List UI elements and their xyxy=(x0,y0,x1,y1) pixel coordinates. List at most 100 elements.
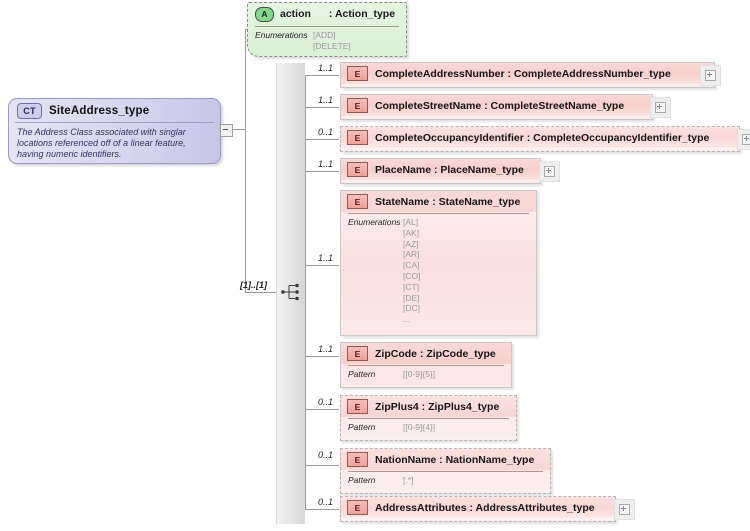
element-label: StateName : StateName_type xyxy=(375,195,521,208)
cardinality-label: 0..1 xyxy=(318,397,334,407)
element-header: E AddressAttributes : AddressAttributes_… xyxy=(341,497,615,518)
connector-branch-1 xyxy=(305,75,339,76)
connector-branch-5 xyxy=(305,265,339,266)
cardinality-label: 1..1 xyxy=(318,159,334,169)
sequence-compositor-band xyxy=(276,63,305,524)
element-icon: E xyxy=(347,98,368,113)
complex-type-site-address[interactable]: CT SiteAddress_type The Address Class as… xyxy=(8,98,221,164)
element-label: CompleteAddressNumber : CompleteAddressN… xyxy=(375,67,671,80)
element-label: AddressAttributes : AddressAttributes_ty… xyxy=(375,501,595,514)
connector-trunk-to-sequence xyxy=(245,292,281,293)
attribute-facet: Enumerations [ADD] [DELETE] xyxy=(248,27,406,51)
element-icon: E xyxy=(347,346,368,361)
plus-glyph xyxy=(544,166,555,177)
element-header: E PlaceName : PlaceName_type xyxy=(341,159,540,180)
plus-glyph xyxy=(705,70,716,81)
attribute-name: action xyxy=(280,8,311,20)
connector-branch-2 xyxy=(305,107,339,108)
enum-value: [CO] xyxy=(403,270,421,281)
cardinality-label: 1..1 xyxy=(318,63,334,73)
complex-type-documentation: The Address Class associated with singla… xyxy=(17,127,186,160)
enum-value: [CA] xyxy=(403,260,420,271)
cardinality-label: 0..1 xyxy=(318,450,334,460)
expand-plus-icon[interactable] xyxy=(700,65,721,86)
connector-trunk-upper xyxy=(245,29,246,130)
enum-value: [AZ] xyxy=(403,238,419,249)
facet-label: Enumerations xyxy=(348,217,401,227)
facet-label: Pattern xyxy=(348,422,376,432)
plus-glyph xyxy=(655,102,666,113)
element-facet: Pattern [[0-9]{5}] xyxy=(341,366,511,380)
attribute-action[interactable]: A action : Action_type Enumerations [ADD… xyxy=(247,2,407,57)
element-facet: Pattern [.*] xyxy=(341,472,550,486)
pattern-value: [[0-9]{5}] xyxy=(403,369,436,379)
connector-branch-7 xyxy=(305,409,339,410)
element-icon: E xyxy=(347,452,368,467)
element-place-name[interactable]: E PlaceName : PlaceName_type xyxy=(340,158,541,184)
element-state-name[interactable]: E StateName : StateName_type Enumeration… xyxy=(340,190,537,336)
complex-type-header: CT SiteAddress_type xyxy=(9,99,220,122)
divider xyxy=(255,26,399,27)
attribute-header: A action : Action_type xyxy=(248,3,406,25)
element-header: E CompleteAddressNumber : CompleteAddres… xyxy=(341,63,714,84)
element-icon: E xyxy=(347,66,368,81)
plus-glyph xyxy=(619,504,630,515)
element-header: E StateName : StateName_type xyxy=(341,191,536,212)
attribute-type: : Action_type xyxy=(328,8,396,20)
element-label: ZipCode : ZipCode_type xyxy=(375,347,496,360)
expand-plus-icon[interactable] xyxy=(614,499,635,520)
element-label: CompleteStreetName : CompleteStreetName_… xyxy=(375,99,625,112)
cardinality-label: 0..1 xyxy=(318,127,334,137)
minus-icon[interactable] xyxy=(220,124,233,137)
cardinality-label: 1..1 xyxy=(318,253,334,263)
connector-branch-3 xyxy=(305,139,339,140)
enum-value: ... xyxy=(403,314,411,325)
complex-type-icon: CT xyxy=(17,102,42,119)
element-header: E ZipCode : ZipCode_type xyxy=(341,343,511,364)
enum-value: [DELETE] xyxy=(313,40,351,51)
element-icon: E xyxy=(347,162,368,177)
cardinality-label: 1..1 xyxy=(318,344,334,354)
pattern-value: [.*] xyxy=(403,475,414,485)
element-header: E CompleteOccupancyIdentifier : Complete… xyxy=(341,127,739,148)
element-zip-code[interactable]: E ZipCode : ZipCode_type Pattern [[0-9]{… xyxy=(340,342,512,388)
element-header: E CompleteStreetName : CompleteStreetNam… xyxy=(341,95,652,116)
facet-label: Pattern xyxy=(348,369,376,379)
sequence-icon[interactable] xyxy=(281,282,303,302)
connector-sequence-spine xyxy=(305,75,306,509)
enum-value: [AK] xyxy=(403,227,420,238)
cardinality-label: 1..1 xyxy=(318,95,334,105)
element-label: NationName : NationName_type xyxy=(375,453,535,466)
element-header: E ZipPlus4 : ZipPlus4_type xyxy=(341,396,516,417)
element-icon: E xyxy=(347,130,368,145)
facet-values: [[0-9]{5}] xyxy=(403,369,435,380)
connector-ct-to-trunk xyxy=(231,129,245,130)
pattern-value: [[0-9]{4}] xyxy=(403,422,436,432)
complex-type-title: SiteAddress_type xyxy=(49,104,150,117)
facet-values: [AL] [AK] [AZ] [AR] [CA] [CO] [CT] [DE] … xyxy=(403,217,420,325)
element-nation-name[interactable]: E NationName : NationName_type Pattern [… xyxy=(340,448,551,494)
enum-value: [ADD] xyxy=(313,30,336,40)
attribute-facet-label: Enumerations xyxy=(255,30,308,40)
element-address-attributes[interactable]: E AddressAttributes : AddressAttributes_… xyxy=(340,496,616,522)
element-complete-street-name[interactable]: E CompleteStreetName : CompleteStreetNam… xyxy=(340,94,653,120)
element-facet: Enumerations [AL] [AK] [AZ] [AR] [CA] [C… xyxy=(341,214,536,325)
element-complete-address-number[interactable]: E CompleteAddressNumber : CompleteAddres… xyxy=(340,62,715,88)
enum-value: [AL] xyxy=(403,217,419,227)
element-label: CompleteOccupancyIdentifier : CompleteOc… xyxy=(375,131,710,144)
attribute-facet-values: [ADD] [DELETE] xyxy=(313,30,351,51)
connector-trunk-lower xyxy=(245,129,246,293)
connector-branch-4 xyxy=(305,171,339,172)
element-icon: E xyxy=(347,194,368,209)
plus-glyph xyxy=(742,134,750,145)
expand-plus-icon[interactable] xyxy=(539,161,560,182)
expand-plus-icon[interactable] xyxy=(650,97,671,118)
expand-plus-icon[interactable] xyxy=(737,129,750,150)
element-zip-plus4[interactable]: E ZipPlus4 : ZipPlus4_type Pattern [[0-9… xyxy=(340,395,517,441)
connector-branch-8 xyxy=(305,465,339,466)
element-label: PlaceName : PlaceName_type xyxy=(375,163,524,176)
enum-value: [CT] xyxy=(403,281,420,292)
facet-label: Pattern xyxy=(348,475,376,485)
element-complete-occupancy-identifier[interactable]: E CompleteOccupancyIdentifier : Complete… xyxy=(340,126,740,152)
connector-branch-6 xyxy=(305,356,339,357)
